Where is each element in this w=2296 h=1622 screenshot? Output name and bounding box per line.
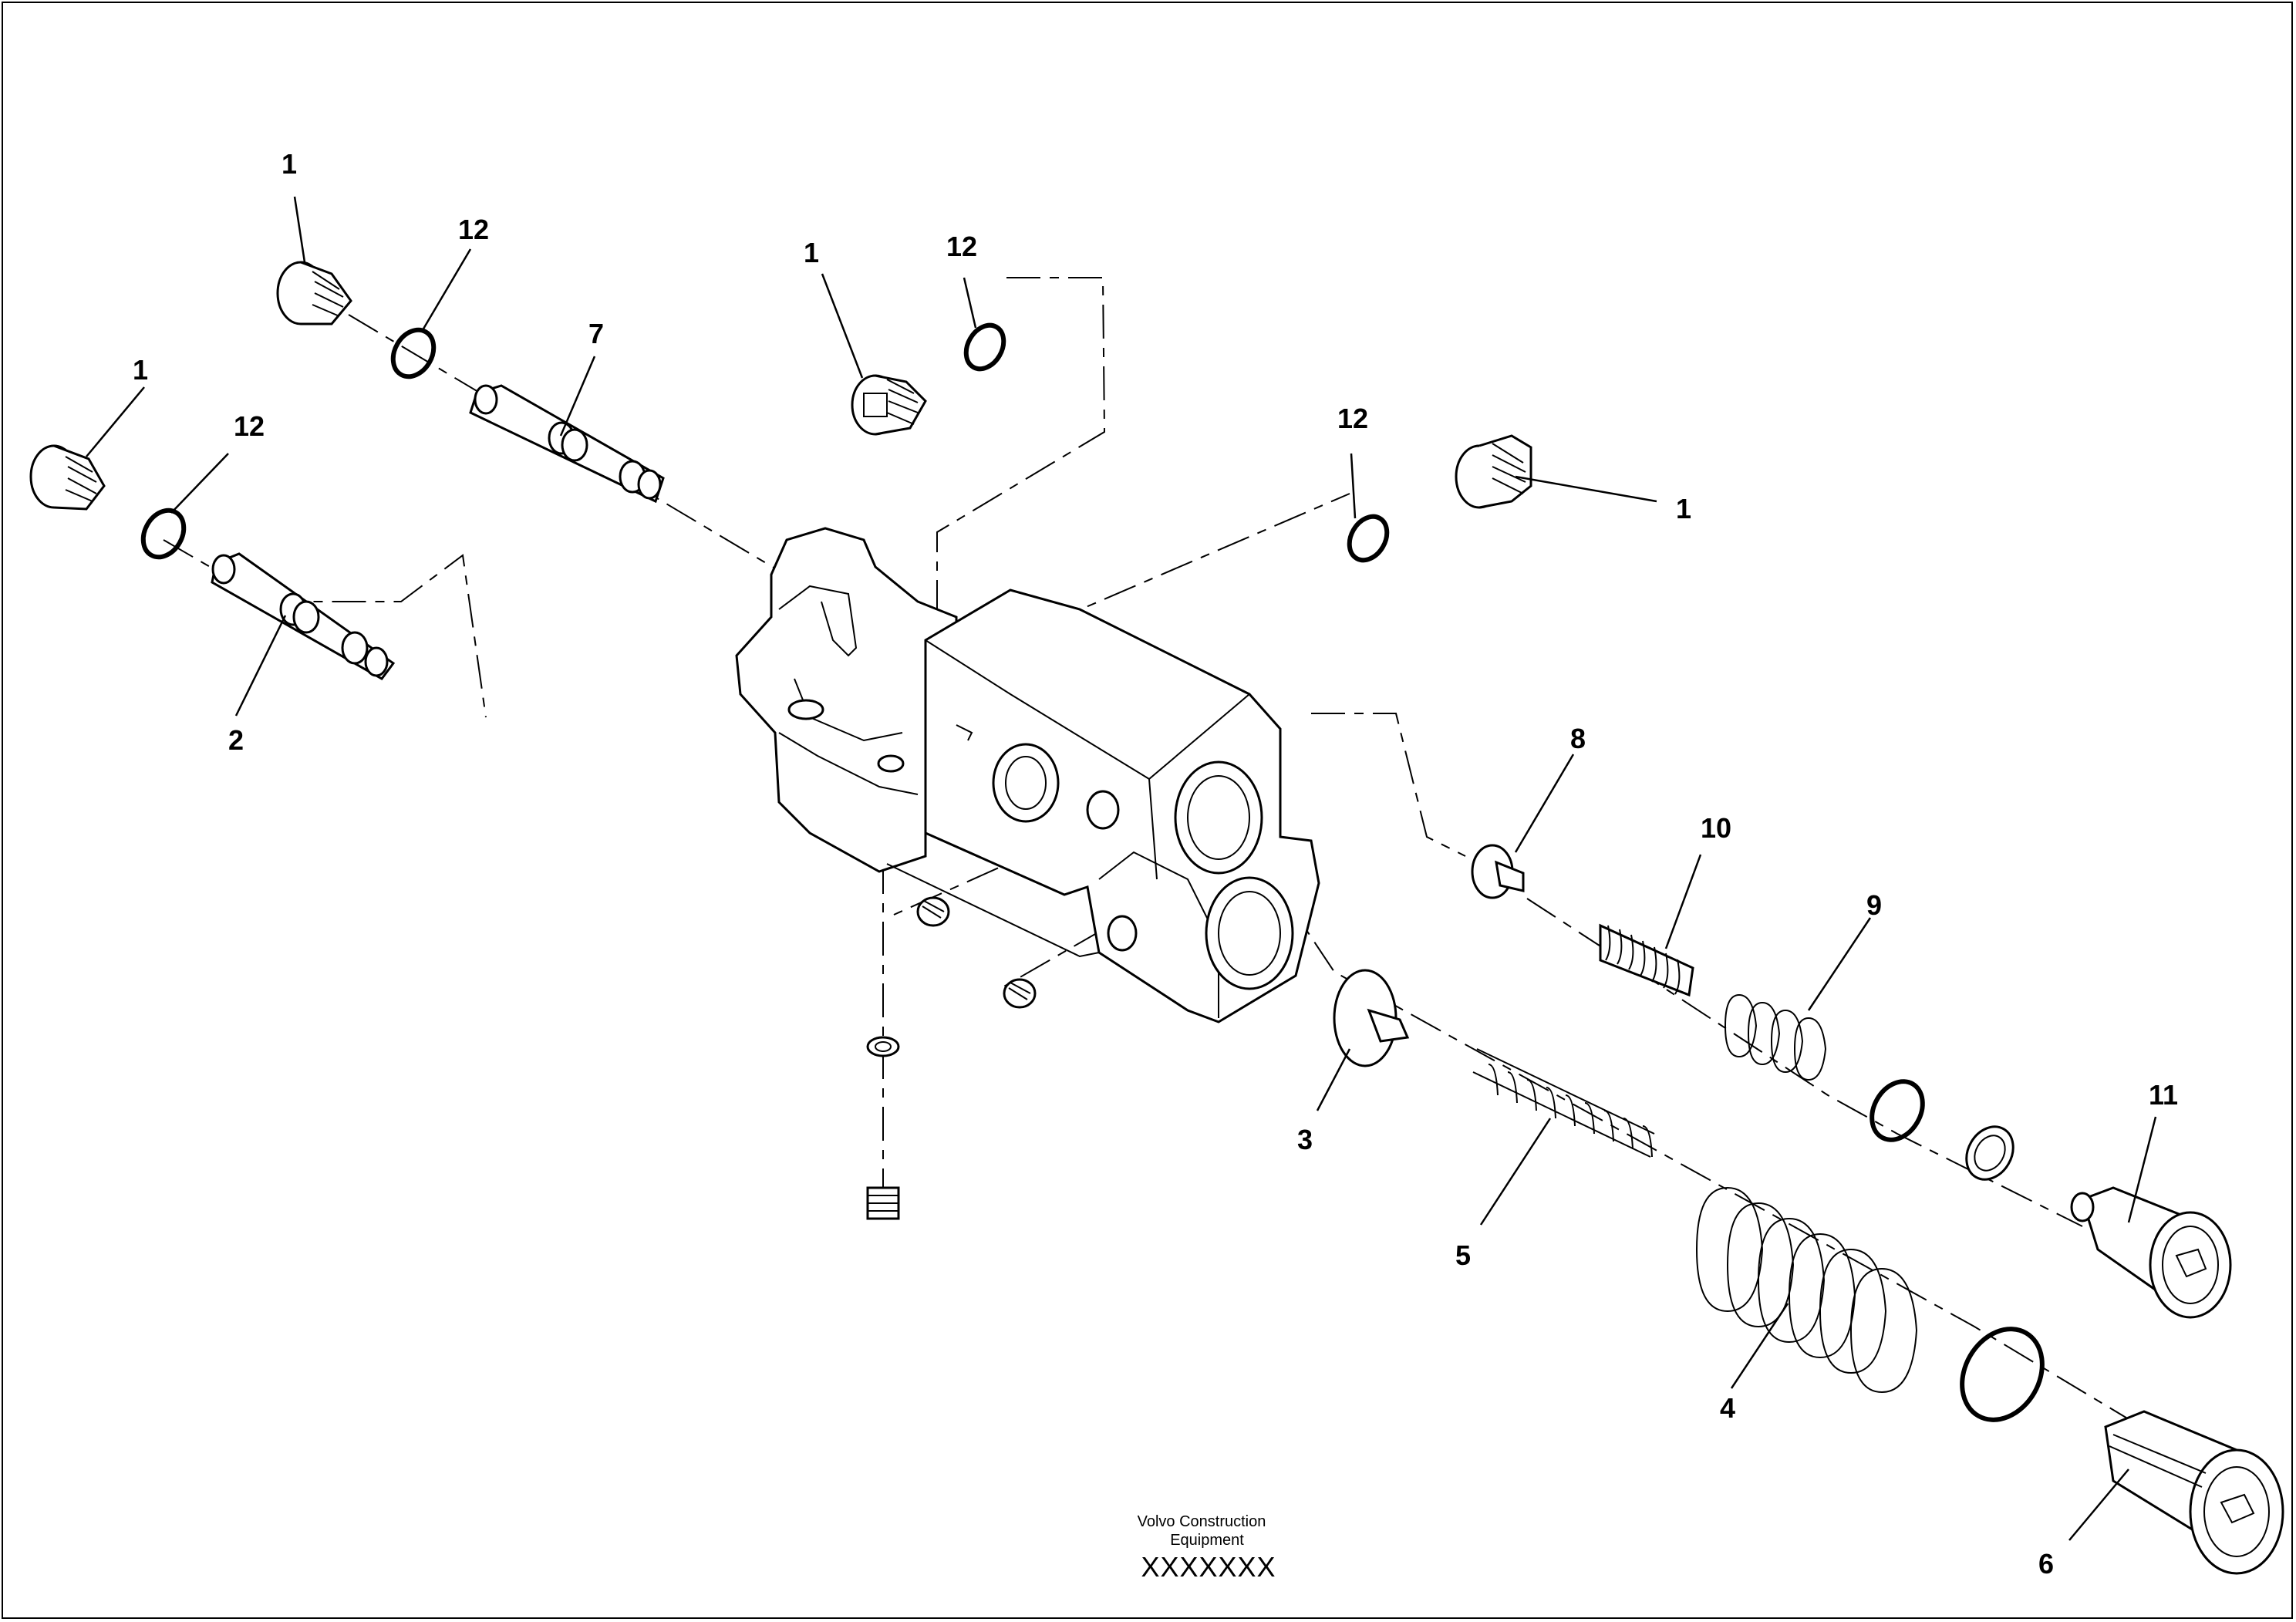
o-ring-large [1960,1327,2045,1422]
callout-1: 1 [133,354,148,386]
callout-1: 1 [282,148,297,180]
callout-4: 4 [1720,1392,1735,1424]
maker-name-line1: Volvo Construction [1138,1513,1266,1530]
callout-12: 12 [946,231,977,262]
callout-11: 11 [2149,1079,2178,1111]
washer-bottom [866,1036,900,1057]
set-screw-a [916,896,950,927]
o-ring-12-left [140,508,187,560]
valve-body [735,527,1320,1023]
spring-5 [1472,1048,1655,1158]
o-ring-12-upper-left [390,327,437,379]
callout-8: 8 [1570,723,1586,754]
spring-4 [1695,1187,1918,1394]
cap-11 [2070,1186,2232,1319]
callout-2: 2 [228,724,244,756]
drawing-code: XXXXXXX [1141,1551,1276,1583]
plug-1-top-center [851,374,927,436]
set-screw-bottom [866,1186,900,1220]
plug-1-right [1455,434,1532,509]
spool-7 [469,384,665,504]
o-ring-12-top-center [963,322,1006,372]
leader-lines [86,196,2157,1541]
callout-5: 5 [1455,1239,1471,1271]
callout-10: 10 [1701,812,1731,844]
callout-12: 12 [458,214,489,245]
callout-labels: 1 12 7 1 12 1 12 2 12 1 8 10 9 11 3 5 4 … [133,148,2178,1580]
callout-6: 6 [2038,1548,2054,1580]
callout-12: 12 [234,410,265,442]
callout-1: 1 [804,237,819,268]
callout-1: 1 [1676,493,1691,524]
seat-3 [1333,969,1410,1067]
plug-1-left [29,444,106,511]
plug-1-upper-left [276,261,352,325]
o-ring-12-right [1347,514,1390,563]
set-screw-b [1003,978,1037,1009]
washer-right [1965,1125,2014,1181]
o-ring-right-lower [1870,1079,1925,1142]
spring-10 [1599,923,1694,997]
drawing-footer: Volvo Construction Equipment XXXXXXX [1138,1513,1276,1583]
spring-9 [1724,994,1827,1081]
callout-9: 9 [1866,889,1882,921]
cap-6 [2104,1410,2284,1575]
spool-2 [211,552,396,680]
callout-12: 12 [1337,403,1368,434]
seat-8 [1471,844,1525,899]
maker-name-line2: Equipment [1170,1532,1244,1549]
callout-7: 7 [588,318,604,349]
callout-3: 3 [1297,1124,1313,1155]
